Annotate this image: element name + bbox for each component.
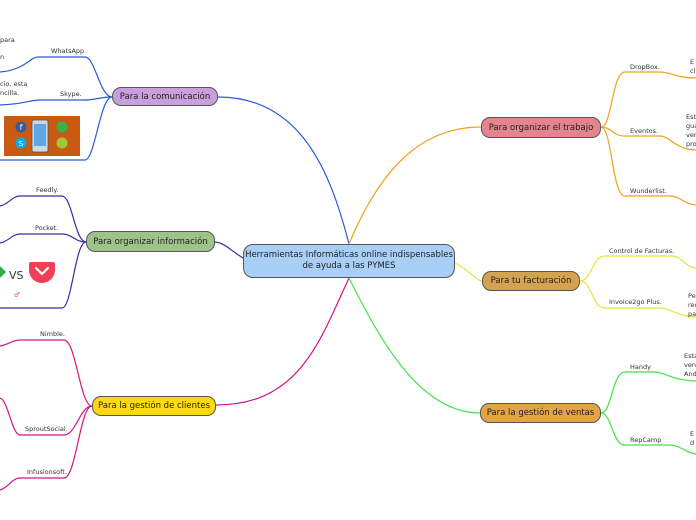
edge-work-wunderlist	[600, 126, 696, 206]
note-work-1: E s	[690, 58, 696, 66]
note-sales-3: Andr	[684, 370, 696, 378]
note-comm-1: para	[0, 36, 15, 44]
svg-text:f: f	[20, 123, 23, 132]
edge-info-feedly	[0, 195, 87, 243]
branch-clients-label: Para la gestión de clientes	[98, 401, 210, 411]
edge-central-billing	[454, 262, 483, 282]
edge-central-sales	[348, 277, 481, 414]
leaf-whatsapp[interactable]: WhatsApp	[51, 47, 85, 55]
edge-sales-handy	[600, 371, 696, 414]
note-work-2: cl	[690, 67, 696, 75]
note-comm-2: n	[0, 53, 5, 61]
leaf-eventos[interactable]: Eventos.	[630, 127, 659, 135]
svg-text:S: S	[19, 140, 24, 148]
note-billing-2: rec	[688, 301, 696, 309]
leaf-infusionsoft[interactable]: Infusionsoft.	[27, 468, 67, 476]
branch-communication-label: Para la comunicación	[119, 91, 211, 102]
edge-work-eventos	[600, 126, 696, 151]
note-sales-4: E	[690, 430, 695, 438]
edge-central-communication	[217, 96, 350, 245]
feedly-vs-pocket-image: ♂	[0, 262, 55, 299]
branch-organize-info[interactable]: Para organizar información	[86, 231, 215, 252]
edge-central-clients	[215, 277, 350, 406]
social-apps-image: f S	[4, 116, 80, 159]
leaf-pocket[interactable]: Pocket.	[35, 224, 59, 232]
leaf-feedly[interactable]: Feedly.	[36, 186, 59, 194]
note-work-4: gua	[686, 122, 696, 130]
branch-sales[interactable]: Para la gestión de ventas	[480, 403, 601, 423]
svg-text:♂: ♂	[14, 291, 20, 299]
edge-clients-nimble	[0, 339, 93, 407]
note-comm-3: cio, esta	[0, 80, 28, 88]
feedly-logo-icon	[0, 266, 6, 278]
edge-central-organize-info	[214, 241, 244, 259]
branch-billing[interactable]: Para tu facturación	[482, 271, 580, 291]
edge-work-dropbox	[600, 71, 696, 128]
branch-organize-info-label: Para organizar información	[93, 236, 208, 247]
leaf-nimble[interactable]: Nimble.	[40, 330, 65, 338]
edge-sales-repcamp	[600, 412, 696, 455]
edge-comm-image	[0, 96, 113, 161]
note-sales-1: Esta	[684, 352, 696, 360]
leaf-skype[interactable]: Skype.	[60, 90, 82, 98]
leaf-wunderlist[interactable]: Wunderlist.	[630, 187, 667, 195]
edge-billing-control	[579, 255, 696, 282]
edge-comm-whatsapp	[0, 56, 113, 98]
note-billing-3: par	[688, 310, 696, 318]
leaf-repcamp[interactable]: RepCamp	[630, 436, 662, 444]
edge-comm-skype	[0, 96, 113, 106]
edge-clients-sprout	[0, 397, 93, 436]
branch-work[interactable]: Para organizar el trabajo	[481, 117, 601, 138]
edge-central-work	[348, 126, 482, 245]
branch-clients[interactable]: Para la gestión de clientes	[92, 396, 216, 416]
central-topic[interactable]: Herramientas Informáticas online indispe…	[243, 244, 455, 278]
leaf-control-facturas[interactable]: Control de Facturas.	[609, 247, 675, 255]
edge-info-image	[0, 241, 87, 309]
central-topic-label: Herramientas Informáticas online indispe…	[245, 250, 453, 271]
note-billing-1: Pe	[688, 292, 696, 300]
note-sales-5: d	[690, 439, 695, 447]
edge-billing-invoice	[579, 280, 696, 318]
note-work-6: pro	[686, 140, 696, 148]
leaf-sproutsocial[interactable]: SproutSocial.	[25, 425, 68, 433]
note-work-3: Esta	[686, 113, 696, 121]
leaf-dropbox[interactable]: DropBox.	[630, 63, 660, 71]
branch-work-label: Para organizar el trabajo	[488, 122, 594, 133]
edge-clients-infusion	[0, 405, 93, 491]
branch-billing-label: Para tu facturación	[490, 276, 572, 286]
branch-communication[interactable]: Para la comunicación	[112, 87, 218, 106]
edge-info-pocket	[0, 233, 87, 244]
note-work-5: ver	[686, 131, 696, 139]
note-sales-2: vent	[684, 361, 696, 369]
vs-label: VS	[9, 269, 24, 282]
leaf-handy[interactable]: Handy	[630, 363, 651, 371]
note-comm-4: ncilla.	[0, 89, 20, 97]
leaf-invoice2go[interactable]: Invoice2go Plus.	[609, 298, 662, 306]
branch-sales-label: Para la gestión de ventas	[486, 408, 595, 418]
